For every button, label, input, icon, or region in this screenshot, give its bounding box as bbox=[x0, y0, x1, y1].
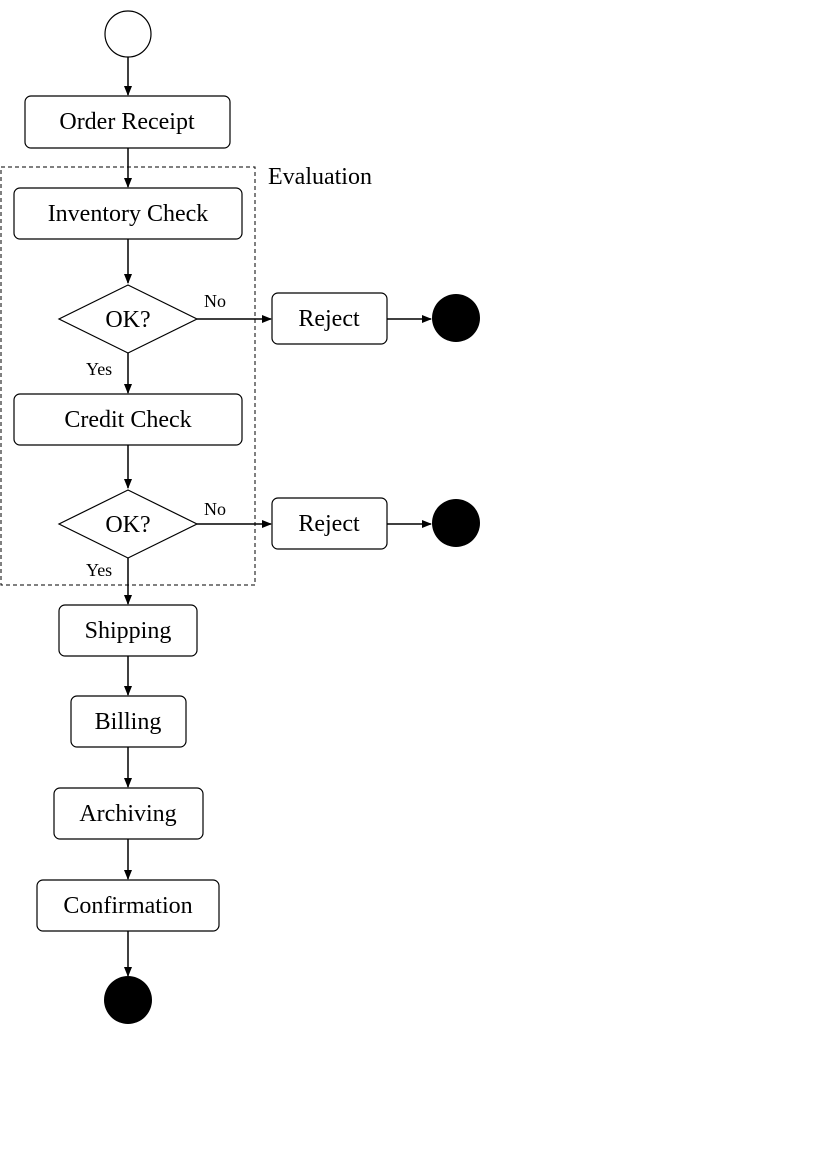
final-node-reject-1 bbox=[432, 294, 480, 342]
node-confirmation: Confirmation bbox=[36, 879, 220, 932]
node-billing-label: Billing bbox=[95, 709, 162, 735]
edge-label-yes-1: Yes bbox=[86, 359, 112, 379]
edge-label-yes-2: Yes bbox=[86, 560, 112, 580]
node-credit-check: Credit Check bbox=[13, 393, 243, 446]
node-reject-1: Reject bbox=[271, 292, 388, 345]
initial-node bbox=[104, 10, 152, 58]
final-node-reject-2 bbox=[432, 499, 480, 547]
node-order-receipt: Order Receipt bbox=[24, 95, 231, 149]
node-credit-check-label: Credit Check bbox=[64, 407, 191, 433]
node-archiving-label: Archiving bbox=[79, 801, 176, 827]
node-reject-2: Reject bbox=[271, 497, 388, 550]
node-shipping: Shipping bbox=[58, 604, 198, 657]
node-reject-2-label: Reject bbox=[298, 511, 360, 537]
decision-node-1-label: OK? bbox=[105, 307, 150, 333]
node-confirmation-label: Confirmation bbox=[63, 893, 192, 919]
edge-label-no-1: No bbox=[204, 291, 226, 311]
node-reject-1-label: Reject bbox=[298, 306, 360, 332]
decision-node-2-label: OK? bbox=[105, 512, 150, 538]
edges bbox=[124, 57, 432, 977]
node-inventory-check: Inventory Check bbox=[13, 187, 243, 240]
node-order-receipt-label: Order Receipt bbox=[59, 109, 195, 135]
node-billing: Billing bbox=[70, 695, 187, 748]
node-archiving: Archiving bbox=[53, 787, 204, 840]
evaluation-group-label: Evaluation bbox=[268, 164, 372, 190]
edge-label-no-2: No bbox=[204, 499, 226, 519]
decision-node-2: OK? bbox=[57, 489, 199, 559]
decision-node-1: OK? bbox=[57, 284, 199, 354]
node-shipping-label: Shipping bbox=[85, 618, 172, 644]
final-node bbox=[104, 976, 152, 1024]
node-inventory-check-label: Inventory Check bbox=[48, 201, 209, 227]
